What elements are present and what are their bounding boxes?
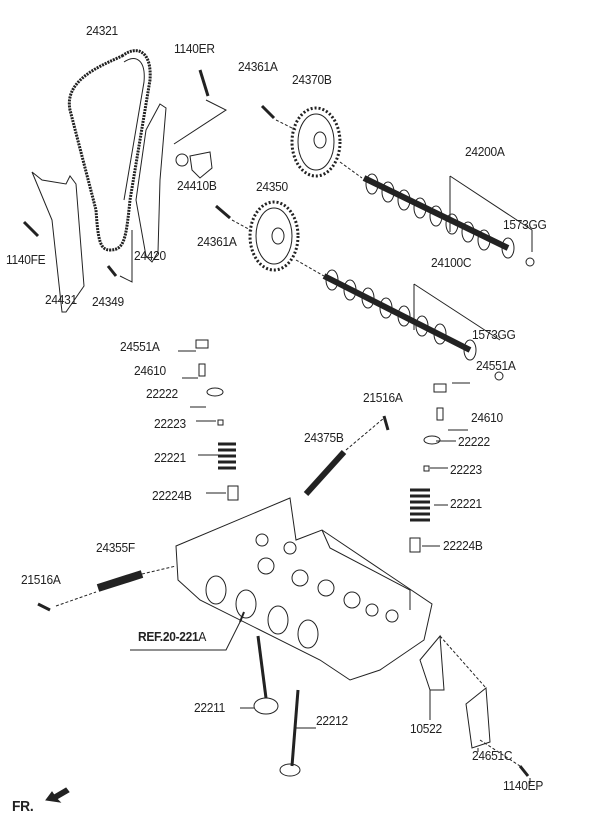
part-label-24431: 24431: [45, 292, 77, 307]
part-label-24410B: 24410B: [177, 178, 217, 193]
part-label-24100C: 24100C: [431, 255, 472, 270]
part-label-1573GG: 1573GG: [503, 217, 547, 232]
part-label-24610: 24610: [471, 410, 503, 425]
bolt-21516A: [382, 415, 390, 431]
part-label-24349: 24349: [92, 294, 124, 309]
center-line: [345, 417, 385, 451]
center-line: [231, 219, 325, 277]
part-label-24200A: 24200A: [465, 144, 505, 159]
part-label-24551A: 24551A: [120, 339, 160, 354]
center-line: [275, 119, 363, 179]
part-label-24420: 24420: [134, 248, 166, 263]
chain-guide-left: [31, 171, 85, 313]
tensioner-seal: [175, 153, 189, 167]
part-label-21516A: 21516A: [21, 572, 61, 587]
valve-exhaust-head: [279, 763, 301, 777]
bolt-24361A-2: [215, 204, 231, 220]
cotter-left: [217, 419, 224, 426]
part-label-22222: 22222: [458, 434, 490, 449]
plug-1573GG: [525, 257, 535, 267]
part-label-24361A: 24361A: [238, 59, 278, 74]
sprocket-24350: [248, 200, 300, 272]
part-label-22212: 22212: [316, 713, 348, 728]
part-label-22222: 22222: [146, 386, 178, 401]
ref-leader: [130, 621, 241, 651]
ocv-24375B: [303, 449, 347, 497]
leader-lines: [429, 690, 531, 784]
bolt-24349: [106, 265, 118, 277]
lash-adjuster-left: [198, 363, 206, 377]
part-label-24375B: 24375B: [304, 430, 344, 445]
camshaft-24100C: [322, 269, 477, 361]
arrow-down-left-icon: [45, 787, 70, 803]
chain-tensioner: [189, 151, 213, 179]
bolt-1140ER: [198, 69, 210, 97]
part-label-22224B: 22224B: [152, 488, 192, 503]
ref-arrow: [239, 611, 245, 623]
part-label-1573GG: 1573GG: [472, 327, 516, 342]
seal-left: [227, 485, 239, 501]
cylinder-head: [175, 497, 433, 681]
part-label-10522: 10522: [410, 721, 442, 736]
valve-intake-head: [253, 697, 279, 715]
lash-adjuster-right: [436, 407, 444, 421]
rocker-arm-right: [433, 383, 447, 393]
reference-number: REF.20-221: [138, 629, 199, 644]
center-line: [439, 635, 521, 767]
camshaft-24200A: [362, 173, 515, 259]
cover-24651C: [465, 687, 491, 749]
cotter-right: [423, 465, 430, 472]
part-label-1140FE: 1140FE: [6, 252, 46, 267]
part-label-21516A: 21516A: [363, 390, 403, 405]
leader-lines: [178, 350, 470, 547]
part-label-22221: 22221: [154, 450, 186, 465]
part-label-24321: 24321: [86, 23, 118, 38]
reference-label: REF.20-221A: [138, 630, 206, 644]
part-label-24551A: 24551A: [476, 358, 516, 373]
bolt-21516A-2: [37, 602, 51, 612]
front-marker: FR.: [12, 798, 34, 815]
part-label-24370B: 24370B: [292, 72, 332, 87]
sprocket-24370B: [290, 106, 342, 178]
retainer-right: [423, 435, 441, 445]
part-label-24651C: 24651C: [472, 748, 513, 763]
retainer-left: [206, 387, 224, 397]
spring-right: [410, 488, 430, 522]
ocv-24355F: [96, 570, 144, 592]
chain-guide-right: [135, 103, 167, 263]
part-label-1140ER: 1140ER: [174, 41, 215, 56]
valve-intake: [256, 635, 268, 699]
center-line: [55, 565, 177, 607]
rocker-arm-left: [195, 339, 209, 349]
part-label-24361A: 24361A: [197, 234, 237, 249]
seal-right: [409, 537, 421, 553]
part-label-24355F: 24355F: [96, 540, 135, 555]
bolt-1140EP: [518, 765, 530, 777]
bracket-24100C: [413, 283, 501, 341]
timing-chain: [67, 49, 152, 252]
cylinder-head-details: [205, 533, 399, 649]
reference-suffix: A: [198, 629, 207, 644]
gasket-10522: [419, 634, 445, 691]
leader-line: [119, 230, 133, 283]
spring-left: [218, 442, 236, 470]
part-label-22224B: 22224B: [443, 538, 483, 553]
bolt-24361A: [260, 104, 276, 120]
plug-1573GG-2: [494, 371, 504, 381]
leader-line: [173, 99, 228, 145]
part-label-22223: 22223: [450, 462, 482, 477]
part-label-22211: 22211: [194, 700, 225, 715]
bracket-24200A: [449, 175, 533, 252]
bolt-1140FE: [22, 220, 40, 238]
part-label-24610: 24610: [134, 363, 166, 378]
valve-exhaust: [290, 689, 300, 767]
part-label-22221: 22221: [450, 496, 482, 511]
leader-lines: [240, 707, 316, 729]
part-label-24350: 24350: [256, 179, 288, 194]
part-label-1140EP: 1140EP: [503, 778, 544, 793]
part-label-22223: 22223: [154, 416, 186, 431]
leader-line: [321, 529, 411, 610]
